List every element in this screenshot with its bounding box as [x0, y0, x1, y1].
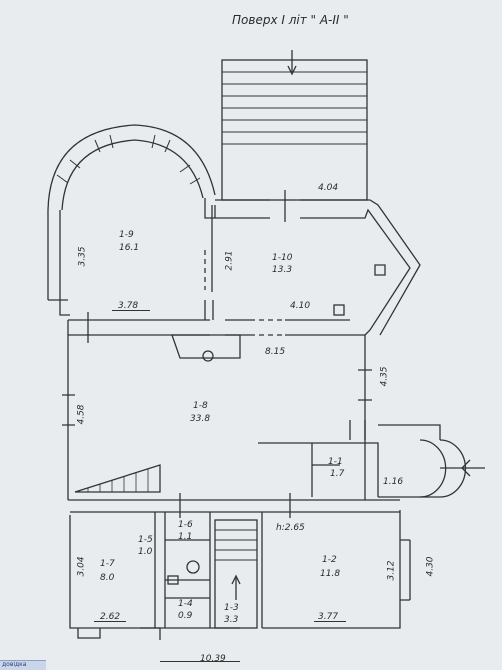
vent-box [333, 304, 345, 316]
interior-stair [74, 464, 161, 493]
dimension-leader [160, 661, 240, 662]
dimension-4-10: 4.10 [290, 301, 311, 311]
room-label-1-4: 1-4 [178, 599, 193, 609]
room-area-1-6: 1.1 [178, 532, 193, 542]
porch-top [378, 424, 441, 440]
room-area-1-9: 16.1 [119, 243, 140, 253]
room-label-1-7: 1-7 [100, 559, 115, 569]
dimension-leader [94, 621, 126, 622]
room-area-1-7: 8.0 [100, 573, 115, 583]
toilet-fixture [186, 560, 200, 574]
stair-treads-1-3 [215, 529, 257, 561]
room-label-1-3: 1-3 [224, 603, 239, 613]
dimension-4-30: 4.30 [425, 556, 436, 577]
dimension-4-04: 4.04 [318, 183, 339, 193]
room-label-1-5: 1-5 [138, 535, 153, 545]
exterior-wall [47, 210, 401, 629]
dimension-leader [112, 310, 150, 311]
stamp-strip: довідка [0, 660, 46, 670]
window-left [62, 394, 75, 426]
dimension-3-77: 3.77 [318, 612, 339, 622]
room-area-1-10: 13.3 [272, 265, 293, 275]
dimension-3-12: 3.12 [386, 560, 397, 581]
room-label-1-8: 1-8 [193, 401, 208, 411]
stairs-1-3 [214, 519, 258, 629]
wall-1-10-outer [215, 199, 421, 336]
fireplace [171, 334, 241, 359]
wall-1-10 [204, 198, 411, 336]
window-bottom-left [77, 628, 101, 639]
ceiling-height-note: h:2.65 [276, 523, 305, 533]
dimension-3-78: 3.78 [118, 301, 139, 311]
room-label-1-6: 1-6 [178, 520, 193, 530]
dimension-3-04: 3.04 [76, 556, 87, 577]
flue-box [374, 264, 386, 276]
room-label-1-2: 1-2 [322, 555, 337, 565]
dimension-8-15: 8.15 [265, 347, 286, 357]
fireplace-circle [202, 350, 214, 362]
sink-fixture [167, 575, 179, 585]
room-label-1-9: 1-9 [119, 230, 134, 240]
window-right [358, 369, 372, 401]
entry-arrow-head [287, 65, 297, 76]
dashed-openings [204, 250, 285, 336]
wall-mid-lower [68, 499, 400, 513]
room-label-1-10: 1-10 [272, 253, 293, 263]
room-area-1-5: 1.0 [138, 547, 153, 557]
arch-wall-inner [61, 139, 204, 211]
vestibule-1-1 [311, 442, 379, 497]
room-area-1-4: 0.9 [178, 611, 193, 621]
arch-wall-outer [47, 124, 216, 211]
window-right-lower [400, 539, 410, 601]
interior-stair-treads [87, 469, 149, 492]
dimension-leader [314, 621, 346, 622]
exterior-wall-inner [59, 210, 70, 316]
room-area-1-8: 33.8 [190, 414, 211, 424]
dimension-1-16: 1.16 [383, 477, 404, 487]
dimension-2-91: 2.91 [224, 250, 235, 271]
wall-mid-upper [68, 319, 365, 336]
right-wall-lower [349, 420, 366, 440]
lower-partitions [154, 512, 263, 628]
plan-title: Поверх І літ " А-ІІ " [232, 13, 349, 27]
door-1-9 [204, 300, 214, 320]
entry-step-bottom [140, 627, 161, 640]
dimension-10-39: 10.39 [200, 654, 226, 664]
room-area-1-3: 3.3 [224, 615, 239, 625]
stair-treads-top [222, 71, 367, 145]
dimension-4-35: 4.35 [379, 366, 390, 387]
dimension-4-58: 4.58 [76, 404, 87, 425]
stair-arrow-head [231, 574, 241, 585]
entry-stairs [221, 59, 368, 201]
porch-arrow-head [461, 459, 471, 477]
room-area-1-1: 1.7 [330, 469, 345, 479]
arch-window-marks [56, 134, 201, 185]
dimension-3-35: 3.35 [77, 246, 88, 267]
dimension-2-62: 2.62 [100, 612, 121, 622]
room-area-1-2: 11.8 [320, 569, 341, 579]
room-label-1-1: 1-1 [328, 457, 343, 467]
